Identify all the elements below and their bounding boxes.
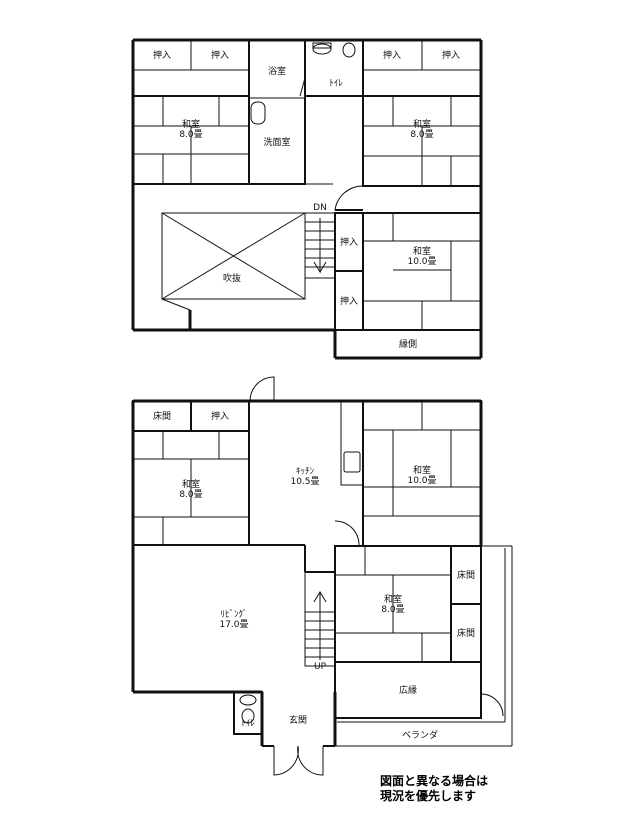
lower-floor-plan <box>131 376 513 776</box>
room-label: 和室 <box>182 478 200 490</box>
room-label: ﾄｲﾚ <box>329 79 343 89</box>
room-size: 17.0畳 <box>219 619 248 630</box>
room-label: 縁側 <box>399 338 417 350</box>
room-label: 押入 <box>153 49 171 61</box>
room-label: UP <box>314 662 327 672</box>
room-label: 和室 <box>413 464 431 476</box>
room-label: ｷｯﾁﾝ <box>296 466 315 477</box>
disclaimer-note: 図面と異なる場合は 現況を優先します <box>380 774 488 804</box>
upper-floor-plan <box>131 38 483 360</box>
room-label: 和室 <box>182 118 200 130</box>
room-label: 床間 <box>153 410 171 422</box>
room-size: 8.0畳 <box>179 129 202 140</box>
room-size: 10.0畳 <box>407 475 436 486</box>
room-label: 押入 <box>383 49 401 61</box>
room-size: 8.0畳 <box>179 489 202 500</box>
room-label: 和室 <box>413 245 431 257</box>
room-label: ベランダ <box>402 729 438 741</box>
room-label: 和室 <box>413 118 431 130</box>
room-label: ﾄｲﾚ <box>241 719 255 729</box>
room-size: 8.0畳 <box>410 129 433 140</box>
disclaimer-line: 図面と異なる場合は <box>380 774 489 788</box>
room-label: 洗面室 <box>263 136 290 148</box>
room-label: 床間 <box>457 569 475 581</box>
room-label: 玄関 <box>289 714 307 726</box>
room-label: ﾘﾋﾞﾝｸﾞ <box>220 609 247 620</box>
disclaimer-line: 現況を優先します <box>380 789 477 803</box>
room-label: 押入 <box>340 236 358 248</box>
room-label: DN <box>313 203 327 213</box>
room-size: 10.5畳 <box>290 476 319 487</box>
room-label: 和室 <box>384 593 402 605</box>
room-label: 押入 <box>211 410 229 422</box>
room-label: 押入 <box>442 49 460 61</box>
room-label: 押入 <box>211 49 229 61</box>
room-label: 押入 <box>340 295 358 307</box>
room-label: 広縁 <box>399 684 417 696</box>
room-label: 浴室 <box>268 65 286 77</box>
room-label: 床間 <box>457 627 475 639</box>
room-size: 10.0畳 <box>407 256 436 267</box>
room-size: 8.0畳 <box>381 604 404 615</box>
room-label: 吹抜 <box>223 272 241 284</box>
